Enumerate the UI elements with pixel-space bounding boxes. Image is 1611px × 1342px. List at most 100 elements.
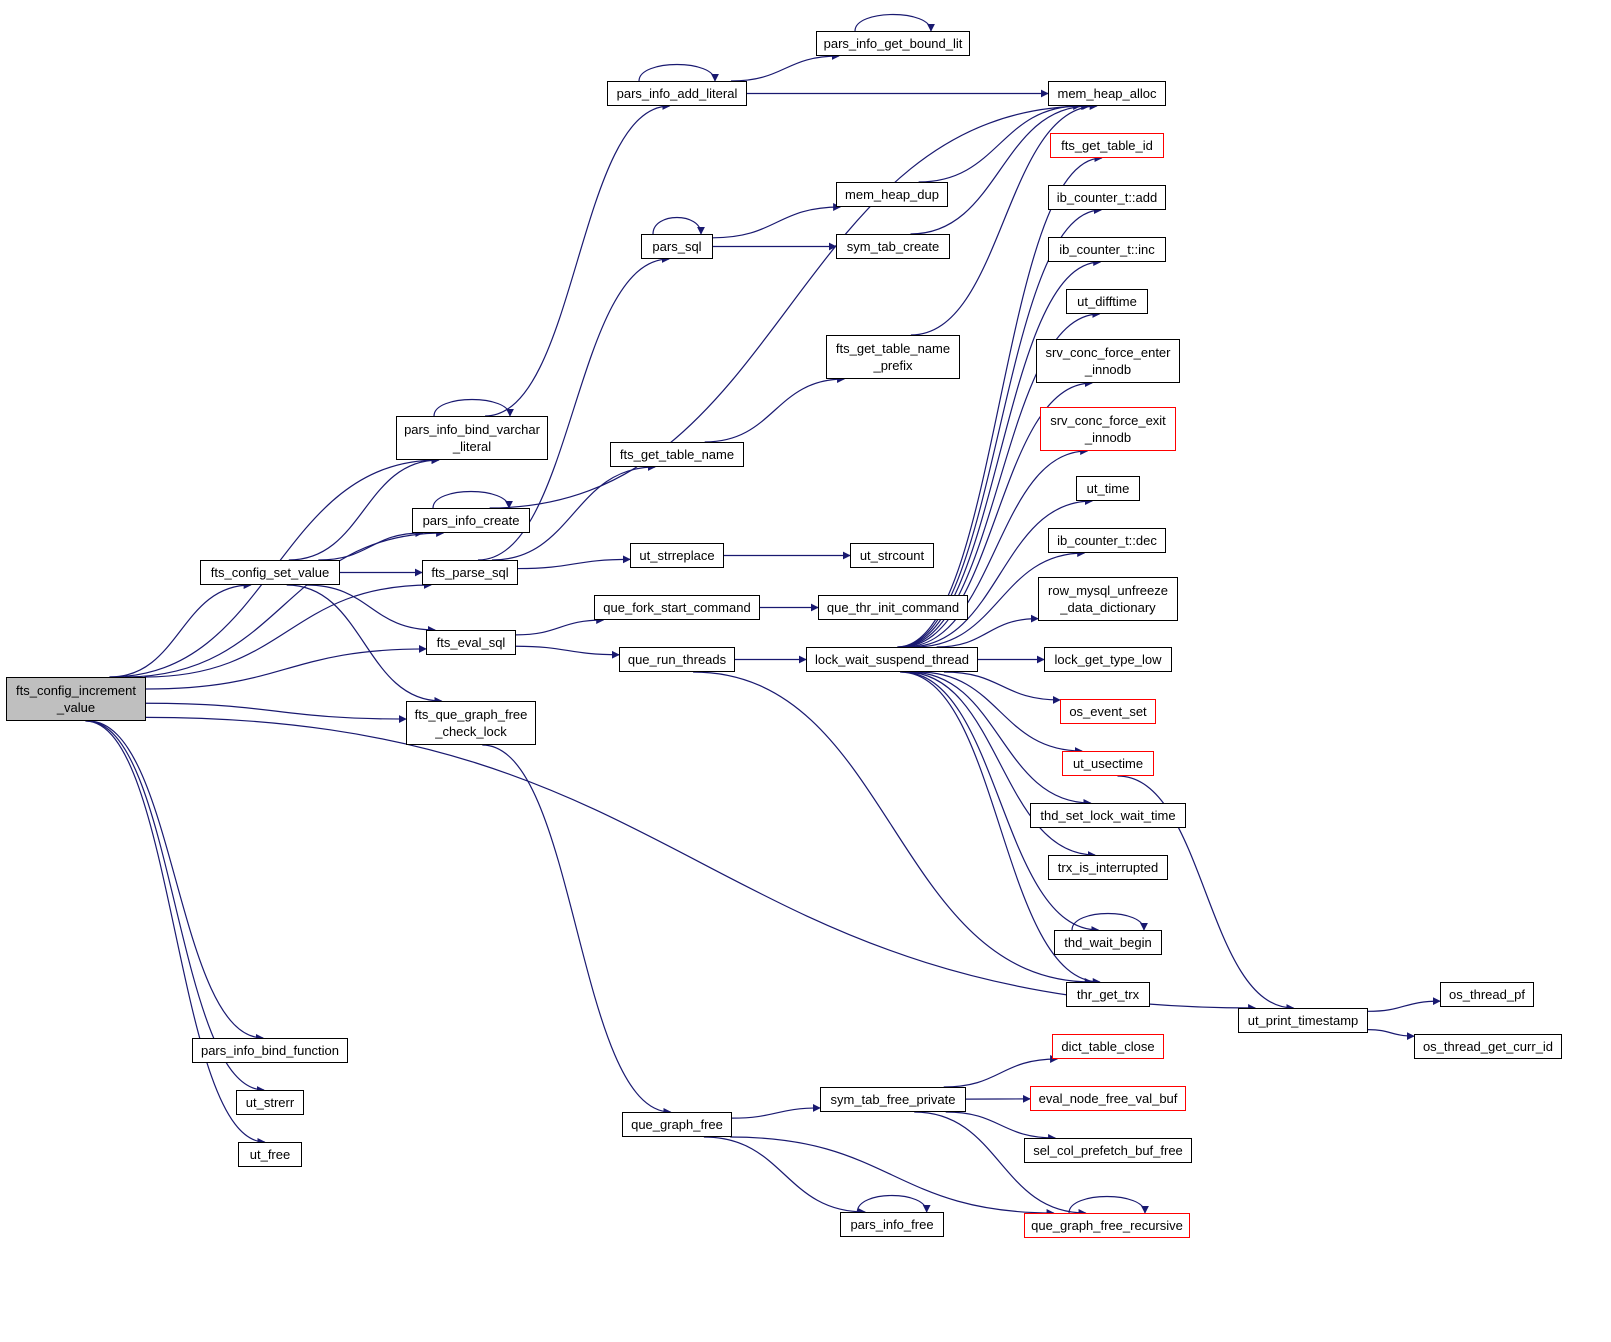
node-pars_info_bind_function[interactable]: pars_info_bind_function [192,1038,348,1063]
node-sel_col_prefetch_buf_free[interactable]: sel_col_prefetch_buf_free [1024,1138,1192,1163]
edge-pars_info_free-to-pars_info_free [856,1195,931,1213]
edge-fts_eval_sql-to-que_run_threads [515,645,620,659]
node-fts_get_table_id[interactable]: fts_get_table_id [1050,133,1164,158]
edge-lock_wait_suspend_thread-to-srv_conc_force_exit_innodb [903,447,1089,648]
node-fts_config_set_value[interactable]: fts_config_set_value [200,560,340,585]
node-dict_table_close[interactable]: dict_table_close [1052,1034,1164,1059]
node-fts_get_table_name[interactable]: fts_get_table_name [610,442,744,467]
node-pars_info_get_bound_lit[interactable]: pars_info_get_bound_lit [816,31,970,56]
node-sym_tab_free_private[interactable]: sym_tab_free_private [820,1087,966,1112]
edge-lock_wait_suspend_thread-to-row_mysql_unfreeze_data_dictionary [936,614,1039,648]
node-trx_is_interrupted[interactable]: trx_is_interrupted [1048,855,1168,880]
edge-fts_config_increment_value-to-pars_info_create [124,529,445,678]
node-mem_heap_alloc[interactable]: mem_heap_alloc [1048,81,1166,106]
node-os_event_set[interactable]: os_event_set [1060,699,1156,724]
node-ut_time[interactable]: ut_time [1076,476,1140,501]
edge-ut_usectime-to-ut_print_timestamp [1117,775,1295,1012]
edge-pars_info_add_literal-to-pars_info_get_bound_lit [730,52,840,82]
node-que_fork_start_command[interactable]: que_fork_start_command [594,595,760,620]
edge-lock_wait_suspend_thread-to-ib_counter_inc [898,258,1102,648]
node-pars_sql[interactable]: pars_sql [641,234,713,259]
node-row_mysql_unfreeze_data_dictionary[interactable]: row_mysql_unfreeze _data_dictionary [1038,577,1178,621]
edge-lock_wait_suspend_thread-to-os_event_set [943,671,1061,704]
edge-ut_print_timestamp-to-os_thread_pf [1367,997,1441,1012]
node-os_thread_pf[interactable]: os_thread_pf [1440,982,1534,1007]
node-fts_config_increment_value[interactable]: fts_config_increment _value [6,677,146,721]
edge-lock_wait_suspend_thread-to-ut_time [907,497,1094,648]
node-que_thr_init_command[interactable]: que_thr_init_command [818,595,968,620]
edge-que_graph_free_recursive-to-que_graph_free_recursive [1068,1196,1149,1214]
node-eval_node_free_val_buf[interactable]: eval_node_free_val_buf [1030,1086,1186,1111]
edge-fts_config_set_value-to-pars_info_create [318,529,424,561]
node-ut_strcount[interactable]: ut_strcount [850,543,934,568]
edge-lock_wait_suspend_thread-to-srv_conc_force_enter_innodb [901,379,1093,648]
edge-thd_wait_begin-to-thd_wait_begin [1071,913,1148,931]
node-os_thread_get_curr_id[interactable]: os_thread_get_curr_id [1414,1034,1562,1059]
node-ut_print_timestamp[interactable]: ut_print_timestamp [1238,1008,1368,1033]
edge-fts_parse_sql-to-pars_sql [477,255,670,561]
node-ib_counter_add[interactable]: ib_counter_t::add [1048,185,1166,210]
node-mem_heap_dup[interactable]: mem_heap_dup [836,182,948,207]
edge-lock_wait_suspend_thread-to-thd_wait_begin [901,671,1100,934]
node-pars_info_bind_varchar_literal[interactable]: pars_info_bind_varchar _literal [396,416,548,460]
edge-que_run_threads-to-thr_get_trx [693,671,1093,986]
node-pars_info_add_literal[interactable]: pars_info_add_literal [607,81,747,106]
edge-fts_config_set_value-to-fts_que_graph_free_check_lock [286,584,443,705]
edge-fts_config_increment_value-to-ut_free [85,720,266,1146]
node-ib_counter_dec[interactable]: ib_counter_t::dec [1048,528,1166,553]
edge-fts_config_increment_value-to-fts_eval_sql [145,644,427,690]
edge-lock_wait_suspend_thread-to-fts_get_table_id [897,154,1103,648]
edge-sym_tab_free_private-to-dict_table_close [943,1055,1059,1088]
edge-lock_wait_suspend_thread-to-thr_get_trx [900,671,1101,986]
node-thr_get_trx[interactable]: thr_get_trx [1066,982,1150,1007]
edge-que_graph_free-to-pars_info_free [703,1136,866,1216]
node-fts_parse_sql[interactable]: fts_parse_sql [422,560,518,585]
node-thd_wait_begin[interactable]: thd_wait_begin [1054,930,1162,955]
node-lock_get_type_low[interactable]: lock_get_type_low [1044,647,1172,672]
node-pars_info_free[interactable]: pars_info_free [840,1212,944,1237]
edge-fts_config_increment_value-to-pars_info_bind_function [88,720,264,1042]
edge-fts_config_set_value-to-pars_info_bind_varchar_literal [288,456,440,561]
edge-que_graph_free-to-sym_tab_free_private [731,1103,821,1119]
edge-fts_parse_sql-to-ut_strreplace [517,555,631,570]
node-ut_difftime[interactable]: ut_difftime [1066,289,1148,314]
edge-fts_config_increment_value-to-ut_print_timestamp [145,716,1257,1012]
edge-pars_info_add_literal-to-pars_info_add_literal [638,64,719,82]
node-fts_eval_sql[interactable]: fts_eval_sql [426,630,516,655]
edge-fts_que_graph_free_check_lock-to-que_graph_free [482,744,672,1116]
node-que_graph_free[interactable]: que_graph_free [622,1112,732,1137]
node-thd_set_lock_wait_time[interactable]: thd_set_lock_wait_time [1030,803,1186,828]
node-ib_counter_inc[interactable]: ib_counter_t::inc [1048,237,1166,262]
node-srv_conc_force_exit_innodb[interactable]: srv_conc_force_exit _innodb [1040,407,1176,451]
edge-lock_wait_suspend_thread-to-thd_set_lock_wait_time [909,671,1092,807]
edge-sym_tab_free_private-to-que_graph_free_recursive [914,1111,1087,1217]
edge-lock_wait_suspend_thread-to-trx_is_interrupted [904,671,1096,859]
edge-lock_wait_suspend_thread-to-ut_usectime [917,671,1083,755]
edge-pars_info_bind_varchar_literal-to-pars_info_bind_varchar_literal [433,399,514,417]
edge-mem_heap_dup-to-mem_heap_alloc [918,102,1082,183]
node-que_run_threads[interactable]: que_run_threads [619,647,735,672]
edge-pars_info_create-to-mem_heap_alloc [489,102,1090,509]
node-ut_strerr[interactable]: ut_strerr [236,1090,304,1115]
node-srv_conc_force_enter_innodb[interactable]: srv_conc_force_enter _innodb [1036,339,1180,383]
edge-lock_wait_suspend_thread-to-ib_counter_dec [914,549,1086,648]
edge-pars_info_get_bound_lit-to-pars_info_get_bound_lit [854,14,935,32]
node-lock_wait_suspend_thread[interactable]: lock_wait_suspend_thread [806,647,978,672]
edge-lock_wait_suspend_thread-to-ib_counter_add [897,206,1102,648]
node-ut_free[interactable]: ut_free [238,1142,302,1167]
node-fts_get_table_name_prefix[interactable]: fts_get_table_name _prefix [826,335,960,379]
edge-ut_print_timestamp-to-os_thread_get_curr_id [1367,1029,1415,1041]
node-fts_que_graph_free_check_lock[interactable]: fts_que_graph_free _check_lock [406,701,536,745]
edge-que_graph_free-to-que_graph_free_recursive [730,1136,1055,1217]
edge-pars_sql-to-pars_sql [652,216,705,235]
edge-lock_wait_suspend_thread-to-ut_difftime [899,310,1101,648]
node-pars_info_create[interactable]: pars_info_create [412,508,530,533]
node-ut_usectime[interactable]: ut_usectime [1062,751,1154,776]
edge-pars_sql-to-mem_heap_dup [712,203,842,239]
node-sym_tab_create[interactable]: sym_tab_create [836,234,950,259]
edge-fts_config_increment_value-to-fts_que_graph_free_check_lock [145,702,407,724]
node-ut_strreplace[interactable]: ut_strreplace [630,543,724,568]
node-que_graph_free_recursive[interactable]: que_graph_free_recursive [1024,1213,1190,1238]
